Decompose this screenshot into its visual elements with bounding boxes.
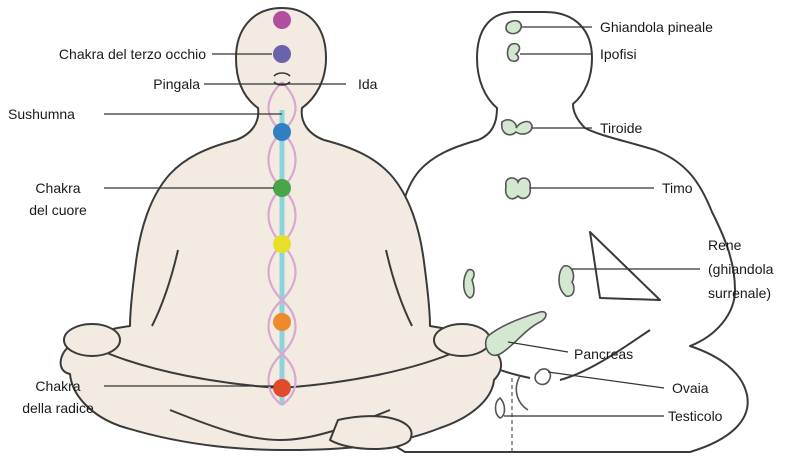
label-pineal: Ghiandola pineale: [600, 19, 713, 35]
left-hand-left: [64, 324, 120, 356]
label-third-eye: Chakra del terzo occhio: [59, 46, 206, 62]
label-testicle: Testicolo: [668, 408, 723, 424]
label-pingala: Pingala: [153, 76, 200, 92]
label-kidney-line1: Rene: [708, 237, 742, 253]
label-ida: Ida: [358, 76, 378, 92]
chakra-root-dot: [273, 379, 291, 397]
label-root-line2: della radice: [22, 400, 94, 416]
label-thyroid: Tiroide: [600, 120, 642, 136]
kidney-right: [559, 266, 574, 296]
chakra-crown-dot: [273, 11, 291, 29]
chakra-solar-plexus-dot: [273, 235, 291, 253]
label-kidney-line3: surrenale): [708, 285, 771, 301]
label-heart-line1: Chakra: [35, 180, 80, 196]
label-heart-line2: del cuore: [29, 202, 87, 218]
label-root-line1: Chakra: [35, 378, 80, 394]
pineal-gland: [506, 21, 521, 34]
label-ovary: Ovaia: [672, 380, 709, 396]
label-sushumna: Sushumna: [8, 106, 75, 122]
chakra-sacral-dot: [273, 313, 291, 331]
label-pituitary: Ipofisi: [600, 46, 637, 62]
testicle-gland: [496, 398, 505, 418]
label-thymus: Timo: [662, 180, 693, 196]
pituitary-gland: [508, 44, 520, 62]
left-hand-right: [434, 324, 490, 356]
kidney-left: [464, 270, 474, 298]
chakra-third-eye-dot: [273, 45, 291, 63]
left-foot: [330, 416, 412, 449]
chakra-throat-dot: [273, 123, 291, 141]
label-pancreas: Pancreas: [574, 346, 633, 362]
thymus-gland: [506, 178, 531, 199]
chakra-heart-dot: [273, 179, 291, 197]
label-kidney-line2: (ghiandola: [708, 261, 774, 277]
